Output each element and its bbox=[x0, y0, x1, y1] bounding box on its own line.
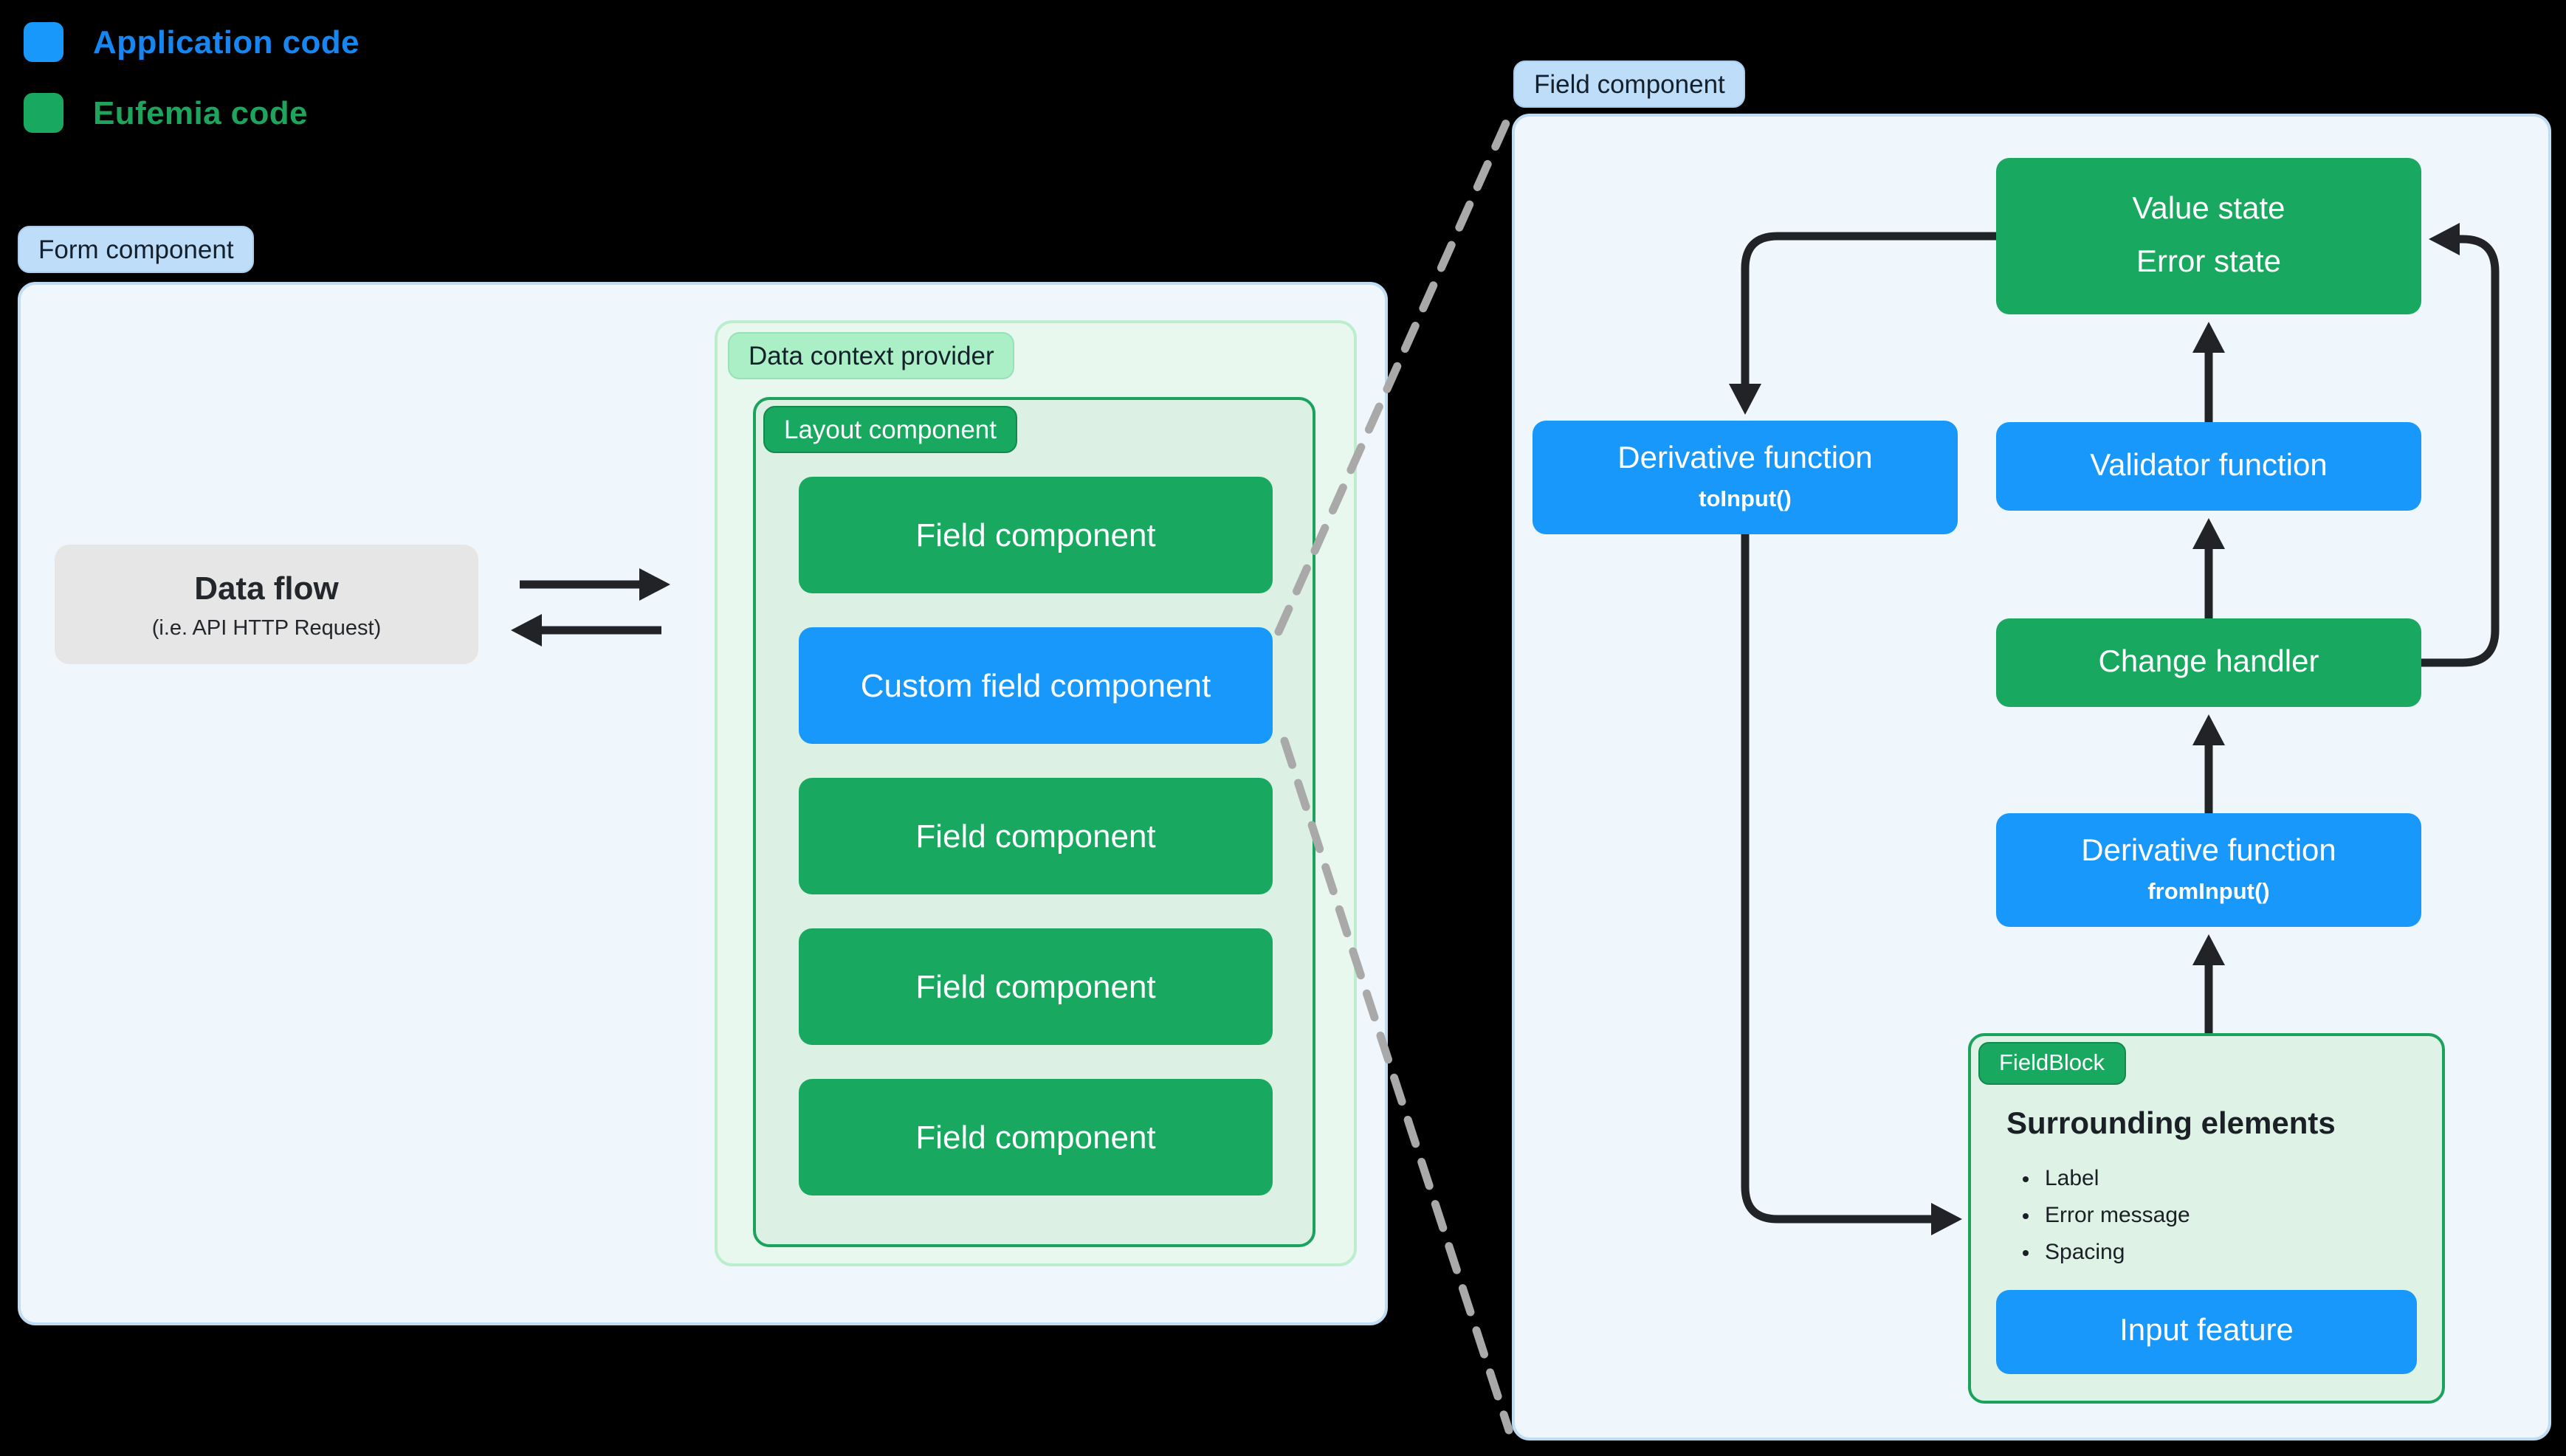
legend-item-eufemia-code: Eufemia code bbox=[24, 93, 308, 133]
data-context-provider-badge: Data context provider bbox=[728, 332, 1015, 379]
list-item: Spacing bbox=[2045, 1240, 2190, 1265]
fieldblock-panel: FieldBlock Surrounding elements Label Er… bbox=[1968, 1033, 2445, 1404]
derivative-function-title: Derivative function bbox=[2081, 834, 2336, 869]
legend-label: Eufemia code bbox=[93, 94, 308, 131]
field-component-label: Field component bbox=[915, 967, 1156, 1005]
surrounding-elements-heading: Surrounding elements bbox=[2006, 1107, 2336, 1141]
change-handler-label: Change handler bbox=[2098, 644, 2319, 679]
derivative-function-title: Derivative function bbox=[1617, 441, 1873, 476]
toinput-code-label: toInput() bbox=[1699, 487, 1792, 513]
field-component-label: Field component bbox=[915, 516, 1156, 553]
validator-function-node: Validator function bbox=[1996, 422, 2421, 511]
list-item: Label bbox=[2045, 1166, 2190, 1191]
data-flow-subtitle: (i.e. API HTTP Request) bbox=[151, 616, 382, 640]
change-handler-node: Change handler bbox=[1996, 618, 2421, 707]
data-context-provider-panel: Data context provider Layout component F… bbox=[715, 320, 1357, 1266]
value-state-label: Value state bbox=[2132, 191, 2285, 226]
derivative-function-frominput-node: Derivative function fromInput() bbox=[1996, 813, 2421, 927]
frominput-code-label: fromInput() bbox=[2147, 880, 2270, 905]
value-state-node: Value state Error state bbox=[1996, 158, 2421, 314]
list-item: Error message bbox=[2045, 1203, 2190, 1228]
field-component-node: Field component bbox=[799, 928, 1273, 1045]
data-flow-box: Data flow (i.e. API HTTP Request) bbox=[55, 545, 478, 664]
data-flow-title: Data flow bbox=[194, 569, 339, 606]
layout-component-panel: Layout component Field component Custom … bbox=[753, 397, 1315, 1247]
form-component-badge: Form component bbox=[18, 226, 255, 273]
derivative-function-toinput-node: Derivative function toInput() bbox=[1533, 421, 1958, 534]
surrounding-elements-list: Label Error message Spacing bbox=[2006, 1166, 2190, 1277]
application-code-swatch bbox=[24, 22, 63, 62]
field-component-node: Field component bbox=[799, 477, 1273, 593]
custom-field-component-node: Custom field component bbox=[799, 627, 1273, 744]
validator-function-label: Validator function bbox=[2090, 448, 2328, 483]
field-component-label: Field component bbox=[915, 1118, 1156, 1156]
legend-label: Application code bbox=[93, 23, 360, 60]
input-feature-node: Input feature bbox=[1996, 1290, 2417, 1374]
input-feature-label: Input feature bbox=[2119, 1314, 2294, 1348]
field-component-node: Field component bbox=[799, 778, 1273, 894]
fieldblock-badge: FieldBlock bbox=[1978, 1042, 2125, 1085]
layout-component-badge: Layout component bbox=[763, 406, 1017, 453]
field-component-node: Field component bbox=[799, 1079, 1273, 1195]
custom-field-component-label: Custom field component bbox=[860, 666, 1211, 704]
legend-item-application-code: Application code bbox=[24, 22, 360, 62]
field-component-detail-badge: Field component bbox=[1513, 61, 1746, 108]
field-component-label: Field component bbox=[915, 817, 1156, 855]
error-state-label: Error state bbox=[2136, 245, 2282, 279]
eufemia-code-swatch bbox=[24, 93, 63, 133]
